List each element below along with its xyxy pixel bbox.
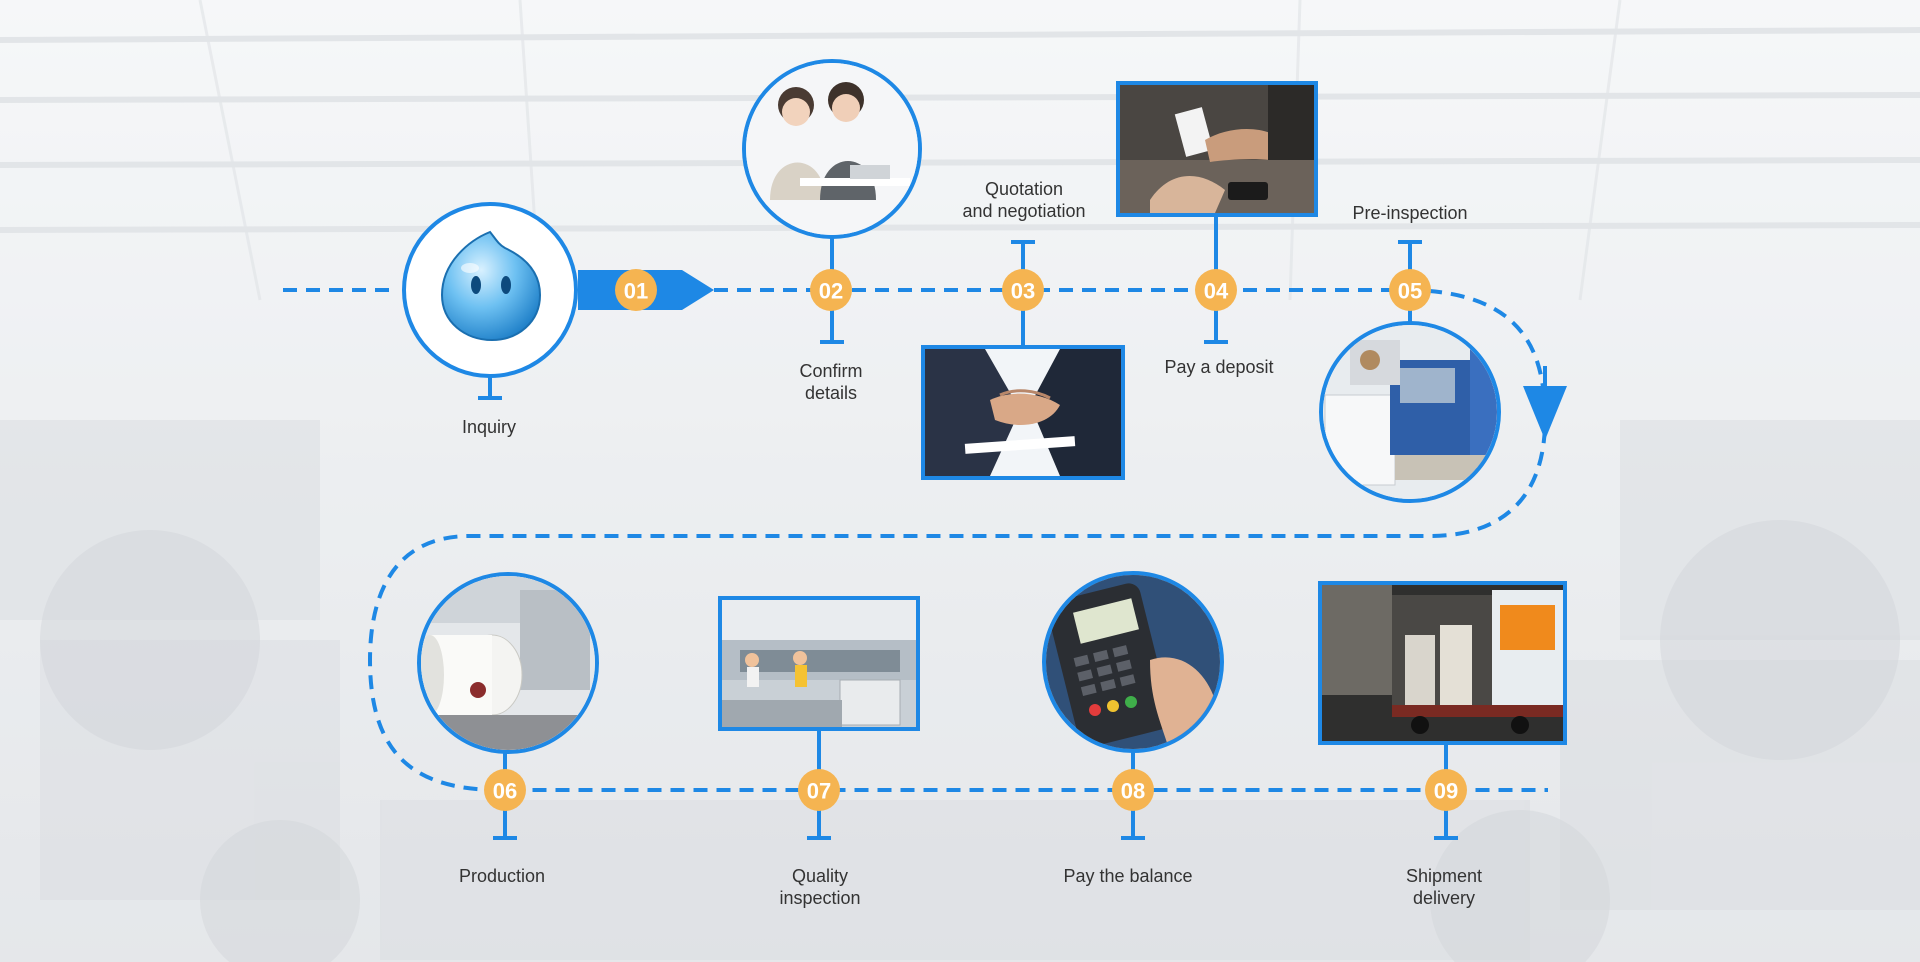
step-09-image (1318, 581, 1567, 745)
step-06-number: 06 (493, 779, 517, 804)
step-02-number: 02 (819, 279, 843, 304)
chat-bubble-mascot-icon (440, 230, 542, 342)
step-01-label: Inquiry (461, 417, 517, 437)
card-terminal-icon (1046, 575, 1220, 749)
step-06-label: Production (458, 866, 546, 886)
step-05-label: Pre-inspection (1352, 203, 1468, 223)
step-04-number: 04 (1204, 279, 1229, 304)
step-03-label: Quotation and negotiation (962, 179, 1086, 221)
step-05-number: 05 (1398, 279, 1422, 304)
step-08-label: Pay the balance (1063, 866, 1193, 886)
step-09-number: 09 (1434, 779, 1458, 804)
step-04-label: Pay a deposit (1164, 357, 1274, 377)
step-badges (484, 269, 1467, 811)
handshake-icon (925, 349, 1121, 476)
step-01-number: 01 (624, 279, 648, 304)
step-02-label: Confirm details (799, 361, 863, 403)
step-07-badge (798, 769, 840, 811)
step-02-badge (810, 269, 852, 311)
step-07-label: Quality inspection (779, 866, 861, 908)
call-center-icon (746, 63, 918, 235)
step-08-number: 08 (1121, 779, 1145, 804)
step-05-image (1319, 321, 1501, 503)
step-03-number: 03 (1011, 279, 1035, 304)
step-06-badge (484, 769, 526, 811)
step-04-badge (1195, 269, 1237, 311)
step-08-badge (1112, 769, 1154, 811)
step-03-badge (1002, 269, 1044, 311)
paper-roll-icon (421, 576, 595, 750)
step-01-badge (615, 269, 657, 311)
factory-floor-icon (722, 600, 916, 727)
container-truck-icon (1322, 585, 1563, 741)
step-01-image (402, 202, 578, 378)
step-06-image (417, 572, 599, 754)
step-03-image (921, 345, 1125, 480)
step-04-image (1116, 81, 1318, 217)
payment-receipt-icon (1120, 85, 1314, 213)
step-09-badge (1425, 769, 1467, 811)
step-09-label: Shipment delivery (1405, 866, 1483, 908)
step-08-image (1042, 571, 1224, 753)
step-07-number: 07 (807, 779, 831, 804)
flow-arrow-icon (1523, 386, 1567, 440)
step-07-image (718, 596, 920, 731)
step-05-badge (1389, 269, 1431, 311)
step-02-image (742, 59, 922, 239)
